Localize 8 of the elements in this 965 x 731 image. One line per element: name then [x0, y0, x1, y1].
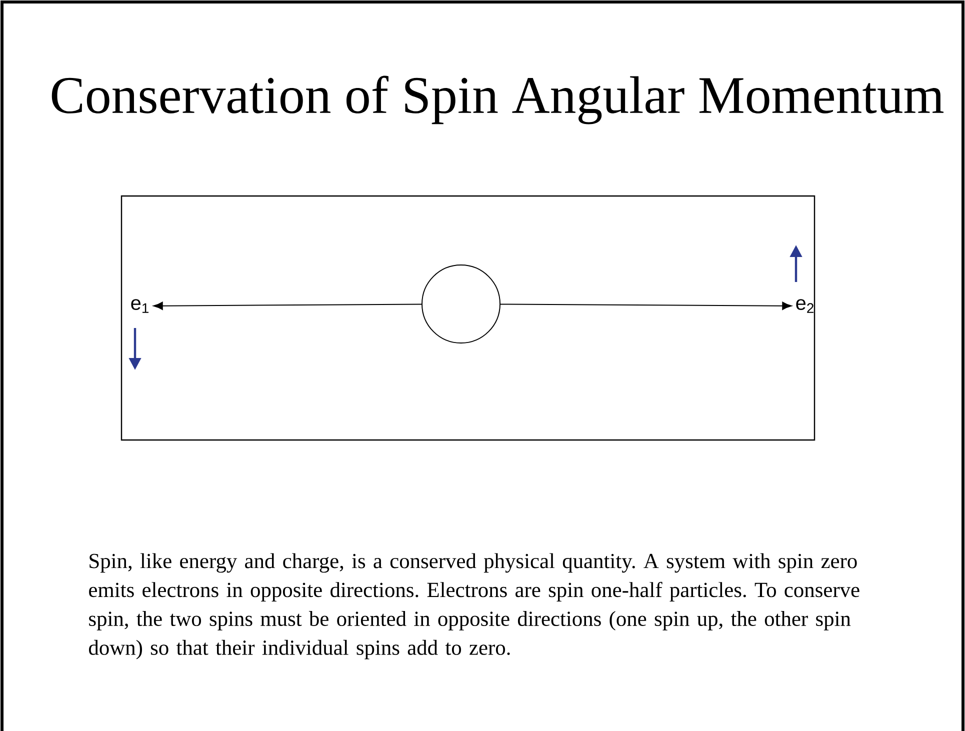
- arrow: [500, 302, 792, 310]
- title: Conservation of Spin Angular Momentum: [52, 76, 944, 124]
- source-circle: [422, 264, 500, 344]
- arrow: [153, 302, 422, 310]
- particle-label: e$_{1}$: [131, 299, 148, 313]
- particle-label: e$_{2}$: [796, 299, 814, 313]
- caption: Spin, like energy and charge, is a conserved physical quantity. A system with spin zero emits electrons in opposite directions. Electrons are spin one-half particles. To conserve spin, the two spins must be oriented in opposite directions (one spin up, the other spin down) so that their individual spins add to zero.: [89, 553, 860, 660]
- diagram-frame: [120, 195, 816, 441]
